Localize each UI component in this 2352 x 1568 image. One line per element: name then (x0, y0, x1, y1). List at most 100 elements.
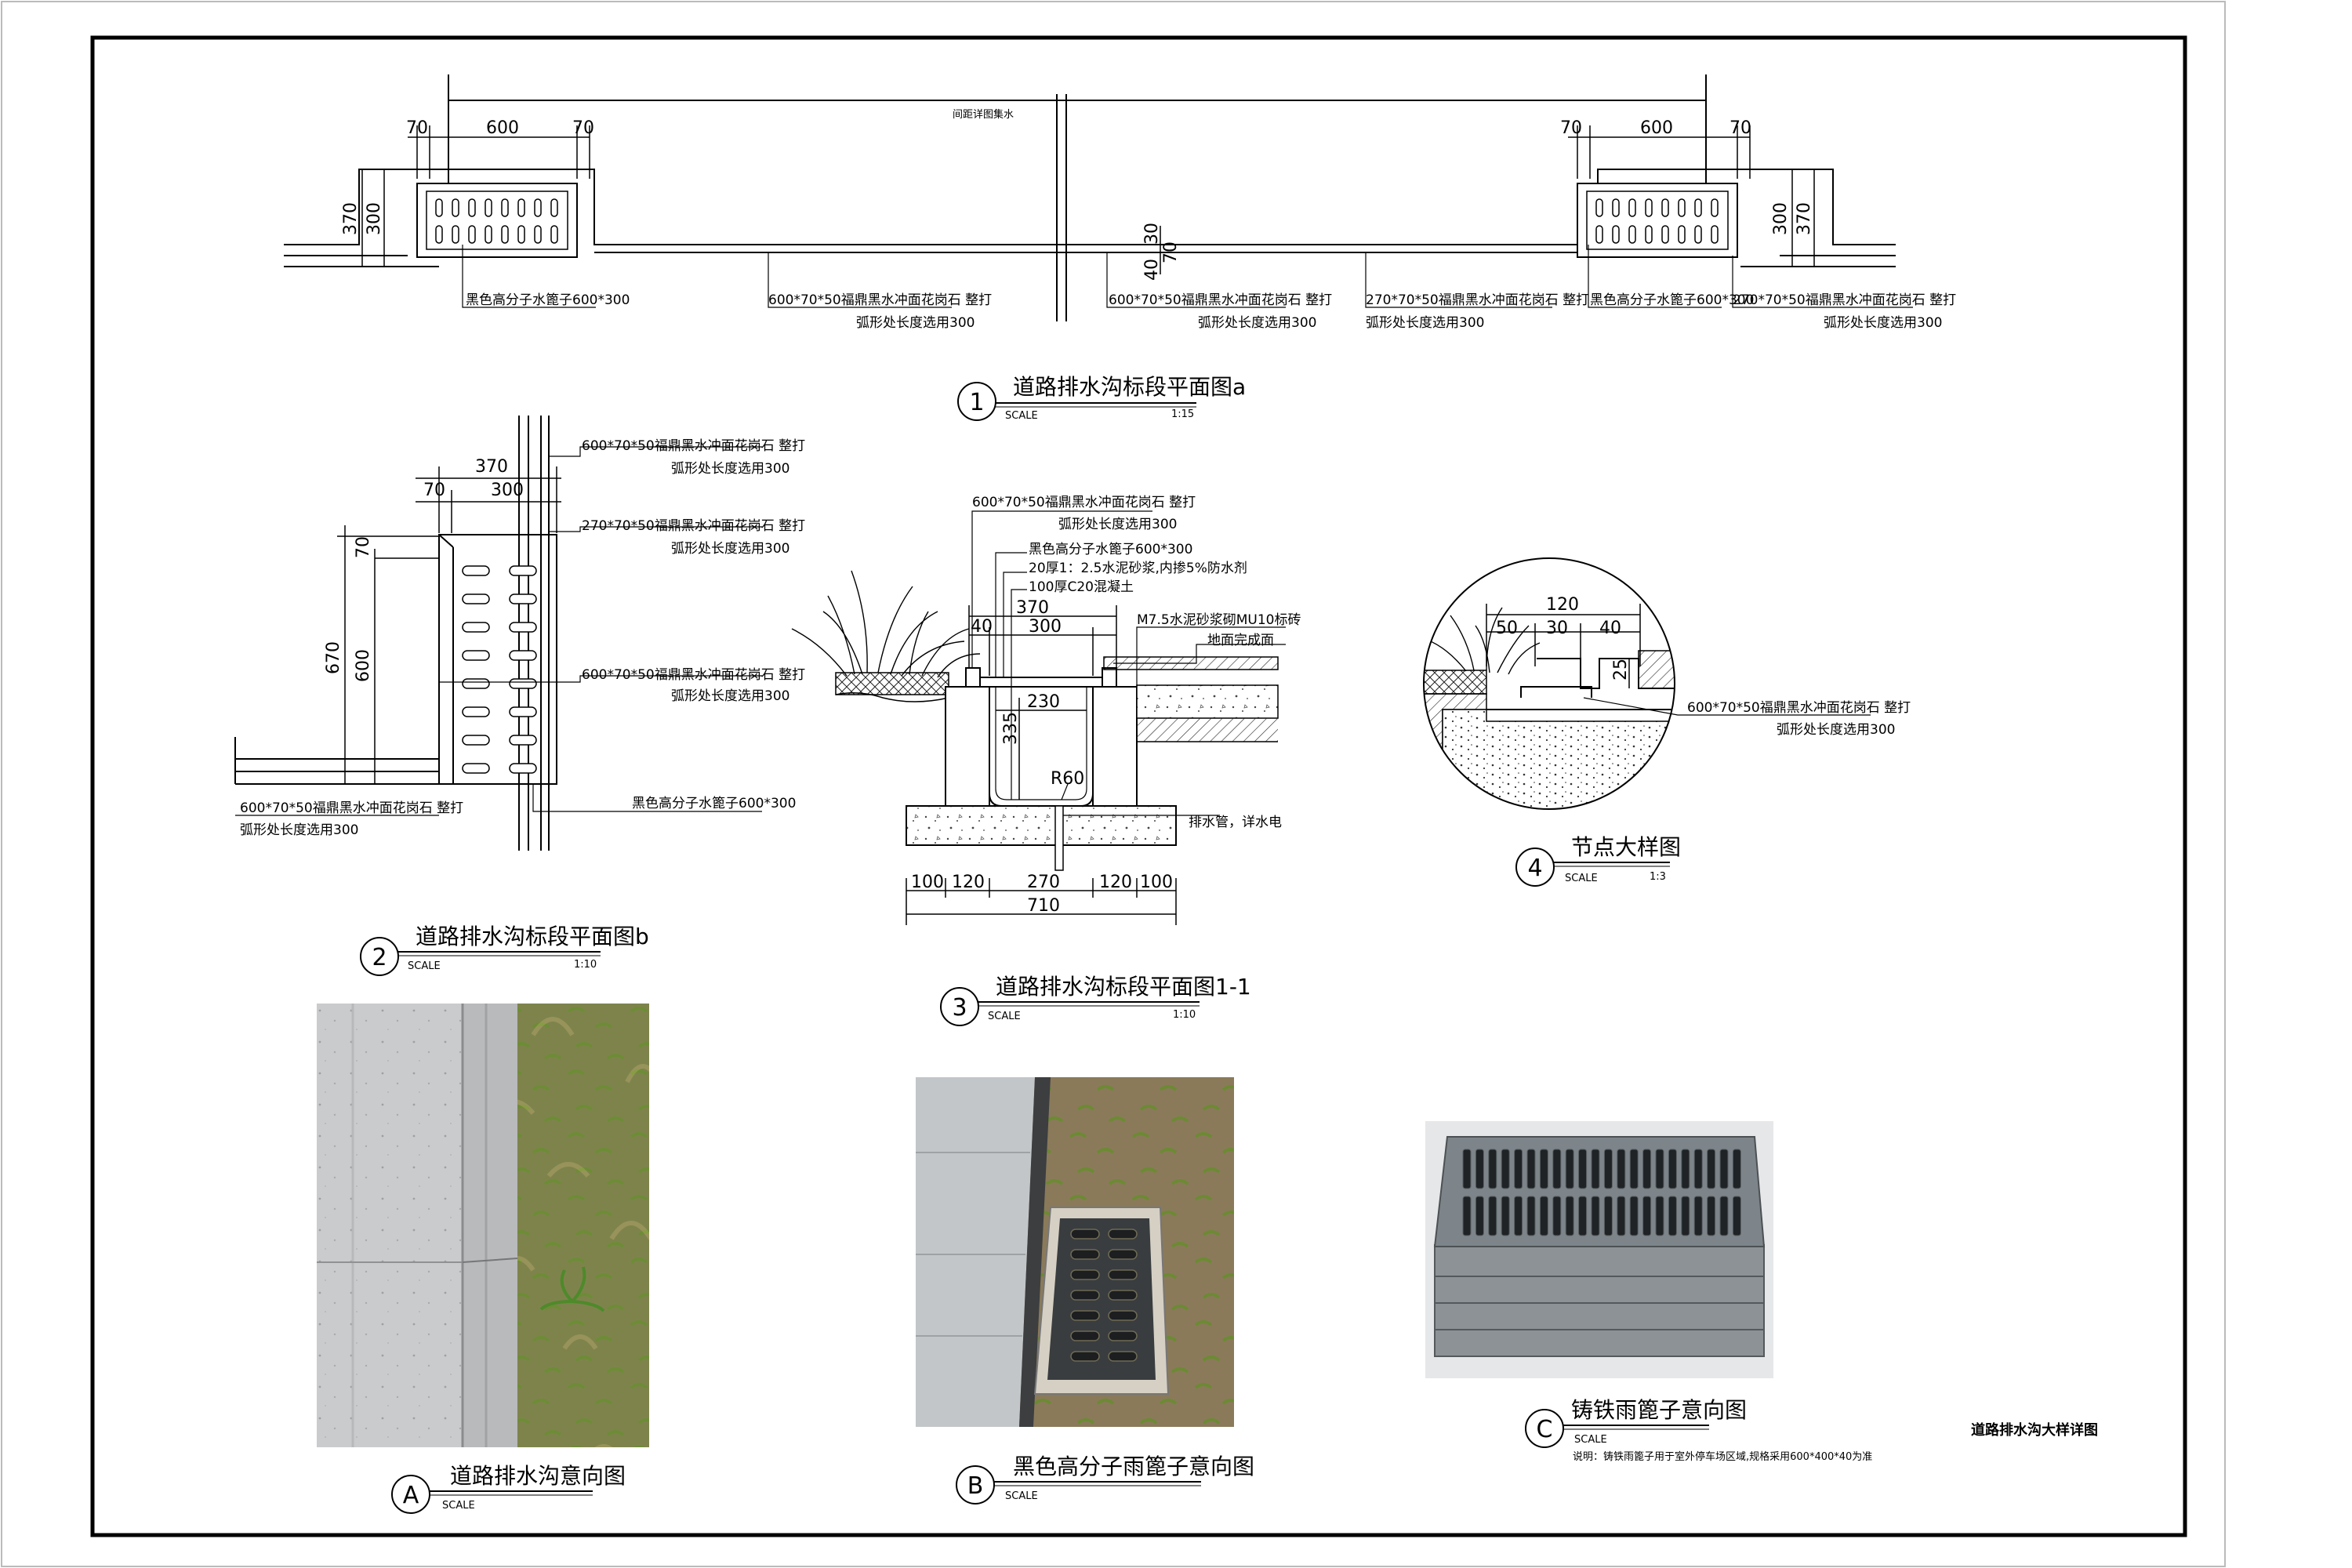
grate-slot (1539, 1149, 1548, 1189)
dim-300: 300 (1029, 617, 1062, 637)
drawing-1-scale-label: SCALE (1005, 410, 1038, 422)
label-arc-4: 弧形处长度选用300 (1824, 315, 1942, 331)
label-arc-2: 弧形处长度选用300 (1198, 315, 1316, 331)
grate-slot (435, 198, 443, 217)
dim-370-left: 370 (341, 202, 361, 235)
label-arc: 弧形处长度选用300 (1058, 517, 1177, 532)
label-arc-bottom: 弧形处长度选用300 (240, 822, 358, 838)
dim-50: 50 (1496, 619, 1518, 638)
dim-670: 670 (324, 641, 343, 674)
dim-370-right: 370 (1795, 202, 1814, 235)
dim-370: 370 (475, 457, 508, 477)
drawing-3-scale: 1:10 (1173, 1009, 1196, 1021)
grate-slot (1629, 1149, 1639, 1189)
grate-slot (1642, 1149, 1652, 1189)
grate-slot (1617, 1196, 1626, 1236)
drawing-2-number: 2 (372, 944, 387, 971)
grate-slot (501, 225, 509, 244)
dim-270: 270 (1027, 873, 1060, 892)
plant-icon (539, 1266, 605, 1312)
grate-slot (1591, 1196, 1600, 1236)
dim-300-right: 300 (1771, 202, 1791, 235)
dim-100-left: 100 (911, 873, 944, 892)
grate-slot (517, 225, 525, 244)
drawing-1-title: 道路排水沟标段平面图a (1013, 374, 1246, 400)
photo-c-letter-circle (1525, 1409, 1564, 1448)
drawing-4-scale-label: SCALE (1565, 873, 1598, 884)
grate-slot (1565, 1196, 1574, 1236)
photo-c: C 铸铁雨篦子意向图 SCALE 说明：铸铁雨篦子用于室外停车场区域,规格采用6… (1425, 1121, 1872, 1463)
photo-a-letter-circle (391, 1475, 430, 1514)
grate-slot (462, 622, 490, 633)
label-curb600-left: 600*70*50福鼎黑水冲面花岗石 整打 (768, 292, 992, 308)
grate-slot (462, 706, 490, 717)
label-arc-mid: 弧形处长度选用300 (671, 541, 789, 557)
drawing-1-scale: 1:15 (1171, 408, 1194, 420)
grate-slot (1694, 225, 1702, 244)
dim-70-left-a: 70 (406, 118, 428, 138)
grate-slot (534, 198, 542, 217)
grate-slot (1565, 1149, 1574, 1189)
drawing-3-number-circle (940, 987, 979, 1026)
grate-slot (534, 225, 542, 244)
label-curb600-bottom: 600*70*50福鼎黑水冲面花岗石 整打 (240, 800, 463, 816)
label-finish: 地面完成面 (1207, 633, 1274, 648)
dim-120-left: 120 (952, 873, 985, 892)
grate-slot (1108, 1269, 1138, 1280)
drawing-frame (90, 35, 2187, 1537)
grate-slot (1645, 225, 1653, 244)
photo-a: A 道路排水沟意向图 SCALE (317, 1004, 649, 1514)
grate-slot (1070, 1290, 1100, 1301)
grate-slot (462, 735, 490, 746)
grate-slot (501, 198, 509, 217)
grate-slot (1668, 1149, 1677, 1189)
dim-120: 120 (1546, 595, 1579, 615)
label-concrete: 100厚C20混凝土 (1029, 579, 1134, 595)
grate-slot (1629, 1196, 1639, 1236)
grate-slot (462, 593, 490, 604)
grate-slot (485, 225, 492, 244)
dim-600-left: 600 (486, 118, 519, 138)
grate-slot (1617, 1149, 1626, 1189)
label-arc-1: 弧形处长度选用300 (856, 315, 975, 331)
grate-slot (1711, 198, 1719, 217)
dim-600: 600 (354, 649, 373, 682)
drawing-2-plan-b: 370 70 300 670 600 70 600*70*50福鼎黑水冲面花岗石… (234, 416, 805, 976)
grate-slot (452, 198, 459, 217)
grate-slot (1475, 1149, 1484, 1189)
photo-c-title: 铸铁雨篦子意向图 (1571, 1397, 1747, 1423)
grate-slot (1645, 198, 1653, 217)
grate-slot (1475, 1196, 1484, 1236)
grate-slot (1070, 1330, 1100, 1341)
grate-slot (1108, 1229, 1138, 1240)
grate-slot (509, 650, 537, 661)
grate-slot (1732, 1196, 1741, 1236)
drawing-3-number: 3 (952, 994, 967, 1022)
grate-slot (468, 198, 476, 217)
grate-slot (1526, 1196, 1536, 1236)
grate-slot (1501, 1149, 1510, 1189)
label-arc-3: 弧形处长度选用300 (1366, 315, 1484, 331)
grate-slot (1108, 1249, 1138, 1260)
dim-40: 40 (971, 617, 993, 637)
grate-slot (1719, 1196, 1729, 1236)
grate-slot (509, 593, 537, 604)
grate-slot (468, 225, 476, 244)
grate-slot (1678, 198, 1686, 217)
photo-c-scale-label: SCALE (1574, 1434, 1607, 1446)
drawing-3-scale-label: SCALE (988, 1011, 1021, 1022)
photo-a-title: 道路排水沟意向图 (450, 1463, 626, 1489)
drawing-1-number: 1 (969, 389, 984, 416)
grate-slot (1108, 1290, 1138, 1301)
grate-slot (1108, 1330, 1138, 1341)
grate-slot (509, 565, 537, 576)
grate-slot (462, 565, 490, 576)
grate-slot (1070, 1310, 1100, 1321)
label-grate-right: 黑色高分子水篦子600*300 (1590, 292, 1754, 308)
dim-r60: R60 (1051, 769, 1084, 789)
dim-40: 40 (1142, 259, 1162, 281)
grate-slot (1681, 1149, 1690, 1189)
grate-slot (1595, 198, 1603, 217)
photo-b-scale-label: SCALE (1005, 1490, 1038, 1502)
label-arc-top: 弧形处长度选用300 (671, 461, 789, 477)
